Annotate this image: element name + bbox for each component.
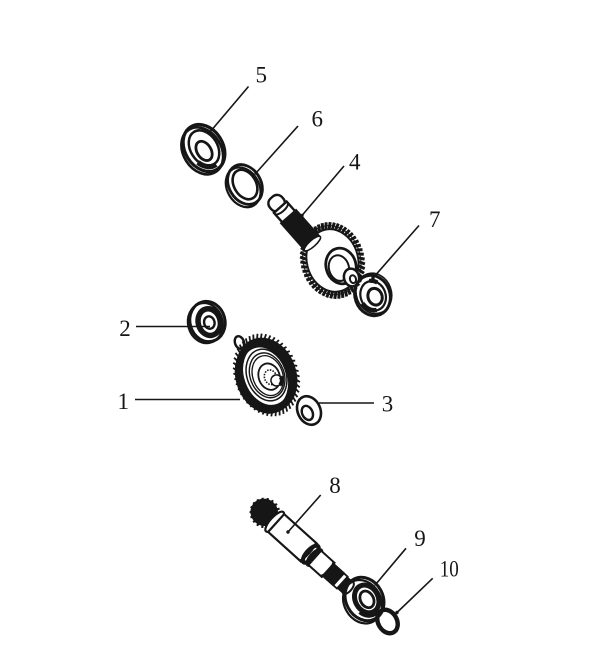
svg-text:1: 1 [117, 389, 129, 414]
svg-text:8: 8 [329, 473, 341, 498]
svg-text:5: 5 [255, 63, 267, 88]
svg-text:6: 6 [312, 107, 324, 132]
svg-text:3: 3 [382, 392, 394, 417]
svg-text:2: 2 [119, 316, 131, 341]
svg-text:7: 7 [429, 207, 441, 232]
svg-text:10: 10 [440, 557, 459, 582]
svg-text:9: 9 [414, 526, 426, 551]
svg-text:4: 4 [349, 149, 361, 174]
